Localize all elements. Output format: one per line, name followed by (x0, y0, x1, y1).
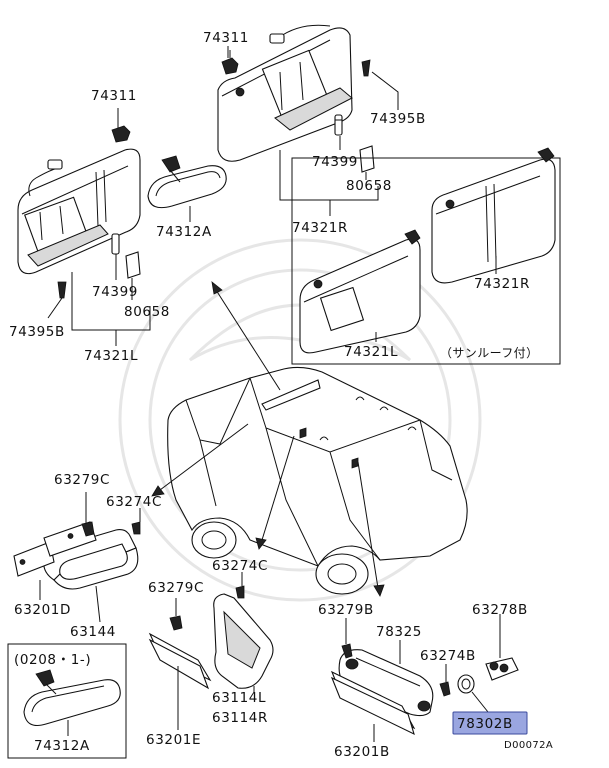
cap-63274c-middle[interactable] (235, 585, 245, 599)
assist-grip-front[interactable] (43, 529, 139, 590)
label-74321r-sunroof[interactable]: 74321R (474, 276, 530, 292)
label-74399-upper[interactable]: 74399 (312, 154, 358, 170)
arrows (151, 281, 385, 597)
label-date-note: (0208・1-) (14, 652, 91, 668)
label-74395b-upper[interactable]: 74395B (370, 111, 426, 127)
label-74312a-top[interactable]: 74312A (156, 224, 212, 240)
label-63279c-middle[interactable]: 63279C (148, 580, 204, 596)
label-sunroof-note: （サンルーフ付） (440, 346, 538, 360)
highlight-78302b (452, 711, 528, 735)
screw-74395b-upper[interactable] (361, 59, 371, 77)
label-63274b[interactable]: 63274B (420, 648, 476, 664)
screw-63279b[interactable] (341, 643, 353, 659)
clip-80658-left[interactable] (125, 251, 141, 279)
clip-80658-upper[interactable] (359, 145, 375, 173)
label-63279b[interactable]: 63279B (318, 602, 374, 618)
diagram-code: D00072A (504, 740, 553, 751)
leader-lines (39, 46, 501, 742)
label-74321l-sunroof[interactable]: 74321L (344, 344, 398, 360)
screw-74395b-left[interactable] (57, 281, 67, 299)
label-80658-upper[interactable]: 80658 (346, 178, 392, 194)
label-74312a-dated[interactable]: 74312A (34, 738, 90, 754)
visor-holder-74311-left[interactable] (111, 125, 131, 143)
label-80658-left[interactable]: 80658 (124, 304, 170, 320)
label-74399-left[interactable]: 74399 (92, 284, 138, 300)
visor-holder-74311-upper[interactable] (221, 50, 239, 75)
label-63278b[interactable]: 63278B (472, 602, 528, 618)
screw-63274b[interactable] (439, 681, 451, 697)
sunvisor-left-sunroof[interactable] (299, 229, 421, 354)
label-78302b[interactable]: 78302B (457, 716, 513, 732)
screw-63279c-front[interactable] (81, 521, 95, 537)
label-74321r-upper[interactable]: 74321R (292, 220, 348, 236)
part-labels: 74311 74395B 74399 80658 74321R 74312A 7… (9, 30, 553, 760)
visor-wire-left (28, 159, 63, 197)
label-63274c-front[interactable]: 63274C (106, 494, 162, 510)
assist-grip-middle[interactable] (213, 593, 274, 689)
label-63279c-front[interactable]: 63279C (54, 472, 110, 488)
label-63201e[interactable]: 63201E (146, 732, 201, 748)
sunroof-box (291, 157, 561, 365)
label-63201b[interactable]: 63201B (334, 744, 390, 760)
label-74321l-left[interactable]: 74321L (84, 348, 138, 364)
bulb-78302b[interactable] (457, 674, 475, 694)
sunvisor-right-sunroof[interactable] (431, 147, 556, 284)
grip-bracket-63201d[interactable] (13, 521, 97, 577)
sunvisor-left[interactable] (17, 148, 141, 275)
lamp-bracket-63201b[interactable] (330, 670, 416, 736)
screw-63279c-middle[interactable] (169, 615, 183, 631)
cap-63274c-front[interactable] (131, 521, 141, 535)
label-63144[interactable]: 63144 (70, 624, 116, 640)
label-78325[interactable]: 78325 (376, 624, 422, 640)
grip-bracket-63201e[interactable] (148, 632, 212, 690)
label-74311-upper[interactable]: 74311 (203, 30, 249, 46)
inner-rear-view-mirror-top[interactable] (147, 155, 227, 209)
label-63114l[interactable]: 63114L (212, 690, 266, 706)
clip-74399-upper[interactable] (334, 114, 343, 136)
dated-mirror-box (7, 643, 127, 759)
vehicle-outline (167, 366, 468, 595)
label-63201d[interactable]: 63201D (14, 602, 71, 618)
clip-74399-left[interactable] (111, 233, 120, 255)
socket-63278b[interactable] (485, 657, 519, 681)
label-74311-left[interactable]: 74311 (91, 88, 137, 104)
visor-wire-upper (269, 24, 331, 44)
label-74395b-left[interactable]: 74395B (9, 324, 65, 340)
sunvisor-right-upper[interactable] (217, 27, 353, 162)
label-63114r[interactable]: 63114R (212, 710, 268, 726)
label-63274c-middle[interactable]: 63274C (212, 558, 268, 574)
inner-rear-view-mirror-dated[interactable] (23, 669, 121, 727)
